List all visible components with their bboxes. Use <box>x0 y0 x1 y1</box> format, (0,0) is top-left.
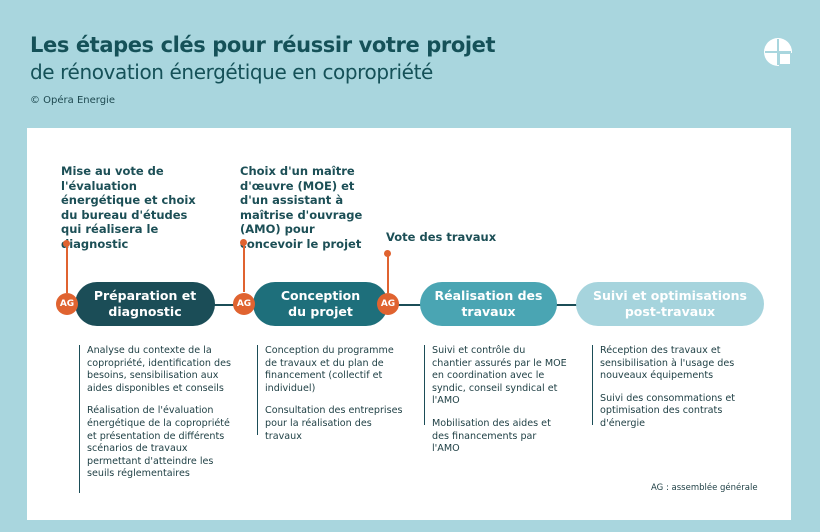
milestone-3-text: Vote des travaux <box>386 230 497 244</box>
phase-realisation: Réalisation des travaux <box>420 282 557 326</box>
milestone-2-text: Choix d'un maître d'œuvre (MOE) et d'un … <box>240 164 363 251</box>
milestone-3-stem <box>387 253 389 293</box>
phase-label: Préparation et diagnostic <box>93 288 197 319</box>
description-paragraph: Suivi et contrôle du chantier assurés pa… <box>432 345 567 407</box>
ag-badge: AG <box>56 293 78 315</box>
ag-badge: AG <box>233 293 255 315</box>
footnote: AG : assemblée générale <box>651 483 758 493</box>
ag-badge: AG <box>377 293 399 315</box>
description-paragraph: Consultation des entreprises pour la réa… <box>265 405 403 442</box>
milestone-1-text: Mise au vote de l'évaluation énergétique… <box>61 164 196 251</box>
phase-label: Suivi et optimisations post-travaux <box>593 288 747 319</box>
description-paragraph: Mobilisation des aides et des financemen… <box>432 417 551 455</box>
description-paragraph: Réception des travaux et sensibilisation… <box>600 345 735 382</box>
page-subtitle: de rénovation énergétique en copropriété <box>30 60 433 84</box>
phase-suivi: Suivi et optimisations post-travaux <box>576 282 764 326</box>
page-title: Les étapes clés pour réussir votre proje… <box>30 33 496 57</box>
milestone-1-stem <box>66 243 68 293</box>
timeline-connector <box>210 304 246 306</box>
phase-label: Conception du projet <box>280 288 361 319</box>
phase-2-description: Conception du programme de travaux et du… <box>257 345 405 442</box>
timeline-connector <box>398 304 424 306</box>
copyright: © Opéra Energie <box>30 95 115 106</box>
phase-3-description: Suivi et contrôle du chantier assurés pa… <box>424 345 567 454</box>
phase-preparation: Préparation et diagnostic <box>75 282 215 326</box>
description-paragraph: Analyse du contexte de la copropriété, i… <box>87 345 231 394</box>
description-paragraph: Réalisation de l'évaluation énergétique … <box>87 405 230 480</box>
opera-energie-logo-icon <box>764 38 793 67</box>
phase-1-description: Analyse du contexte de la copropriété, i… <box>79 345 239 493</box>
phase-conception: Conception du projet <box>253 282 388 326</box>
description-paragraph: Suivi des consommations et optimisation … <box>600 392 736 429</box>
description-paragraph: Conception du programme de travaux et du… <box>265 345 394 394</box>
timeline-connector <box>553 304 579 306</box>
phase-label: Réalisation des travaux <box>434 288 543 319</box>
phase-4-description: Réception des travaux et sensibilisation… <box>592 345 750 429</box>
milestone-2-stem <box>243 242 245 292</box>
